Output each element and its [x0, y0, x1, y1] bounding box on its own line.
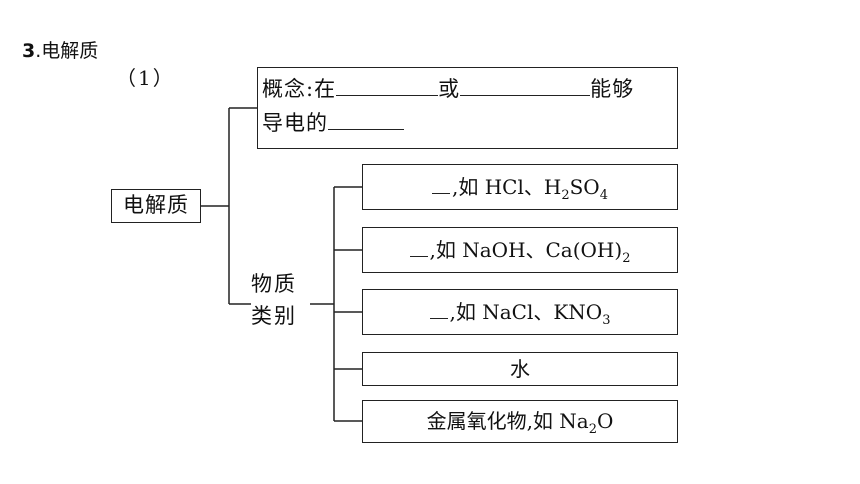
category-box-acid: ,如 HCl、H2SO4 — [362, 164, 678, 210]
concept-text-4: 导电的 — [262, 111, 328, 135]
category-base-sub1: 2 — [622, 251, 631, 266]
category-water-text: 水 — [510, 357, 530, 381]
category-label-line2: 类别 — [251, 304, 297, 328]
category-oxide-text: 金属氧化物,如 Na — [426, 409, 589, 433]
category-box-base: ,如 NaOH、Ca(OH)2 — [362, 227, 678, 273]
blank-1[interactable] — [336, 73, 439, 96]
category-box-salt: ,如 NaCl、KNO3 — [362, 289, 678, 335]
category-label: 物质 类别 — [251, 268, 297, 332]
sub-number: （1） — [116, 66, 175, 90]
category-acid-mid: SO — [569, 175, 600, 199]
blank-salt[interactable] — [429, 300, 448, 319]
section-title: .电解质 — [35, 40, 99, 62]
concept-text-2: 或 — [438, 77, 461, 101]
category-acid-sub1: 2 — [561, 188, 570, 203]
category-base-text: ,如 NaOH、Ca(OH) — [429, 238, 623, 262]
category-box-metal-oxide: 金属氧化物,如 Na2O — [362, 400, 678, 443]
section-heading: 3.电解质 — [22, 36, 98, 63]
concept-box: 概念:在 或 能够 导电的 — [257, 67, 678, 149]
category-oxide-sub1: 2 — [588, 422, 597, 437]
blank-3[interactable] — [328, 107, 404, 130]
category-salt-text: ,如 NaCl、KNO — [449, 300, 603, 324]
category-acid-text: ,如 HCl、H — [452, 175, 562, 199]
concept-text-1: 概念:在 — [262, 77, 337, 101]
blank-acid[interactable] — [432, 175, 451, 194]
concept-text-3: 能够 — [590, 77, 635, 101]
blank-base[interactable] — [409, 238, 428, 257]
category-acid-sub2: 4 — [599, 188, 608, 203]
category-salt-sub1: 3 — [602, 313, 611, 328]
section-number: 3 — [22, 40, 36, 62]
blank-2[interactable] — [460, 73, 591, 96]
category-label-line1: 物质 — [251, 272, 297, 296]
category-box-water: 水 — [362, 352, 678, 386]
category-oxide-mid: O — [597, 409, 614, 433]
root-node: 电解质 — [111, 189, 201, 223]
